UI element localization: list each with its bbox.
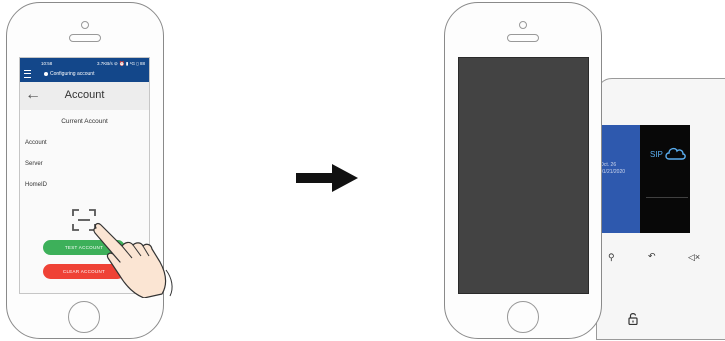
- monitor-screen-divider: [646, 197, 688, 198]
- hamburger-icon[interactable]: [24, 70, 31, 78]
- home-button[interactable]: [507, 301, 539, 333]
- monitor-date-line-1: Oct. 26: [600, 162, 625, 169]
- app-bar: ← Account: [20, 82, 149, 110]
- right-arrow-icon: [296, 164, 358, 192]
- mute-icon[interactable]: ◁×: [688, 252, 700, 263]
- cloud-icon: [664, 145, 686, 161]
- pointing-hand-icon: [88, 218, 188, 298]
- server-label: Server: [25, 161, 43, 167]
- back-icon[interactable]: ↶: [648, 251, 656, 262]
- front-camera: [81, 21, 89, 29]
- unlock-icon[interactable]: [628, 312, 638, 325]
- homeid-label: HomeID: [25, 182, 47, 188]
- current-account-heading: Current Account: [20, 118, 149, 125]
- page-title: Account: [20, 89, 149, 101]
- home-button[interactable]: [68, 301, 100, 333]
- monitor-date-line-2: 01/21/2020: [600, 169, 625, 176]
- notification-dot-icon: [44, 72, 48, 76]
- monitor-date-text: Oct. 26 01/21/2020: [600, 162, 625, 176]
- status-time: 10:58: [41, 61, 52, 66]
- monitor-blue-panel: [598, 125, 640, 233]
- status-icons: 3.7KB/s ⊘ ⏰ ▮ ⁴G ▯ 88: [97, 61, 145, 67]
- earpiece-speaker: [507, 34, 539, 42]
- earpiece-speaker: [69, 34, 101, 42]
- account-label: Account: [25, 140, 47, 146]
- sip-label: SIP: [650, 150, 663, 159]
- monitor-dark-panel: [640, 125, 690, 233]
- status-bar: 10:58 3.7KB/s ⊘ ⏰ ▮ ⁴G ▯ 88 Configuring …: [20, 58, 149, 82]
- status-text: Configuring account: [50, 71, 94, 77]
- right-phone-screen: [458, 57, 589, 294]
- front-camera: [519, 21, 527, 29]
- microphone-icon[interactable]: ⚲: [608, 252, 615, 263]
